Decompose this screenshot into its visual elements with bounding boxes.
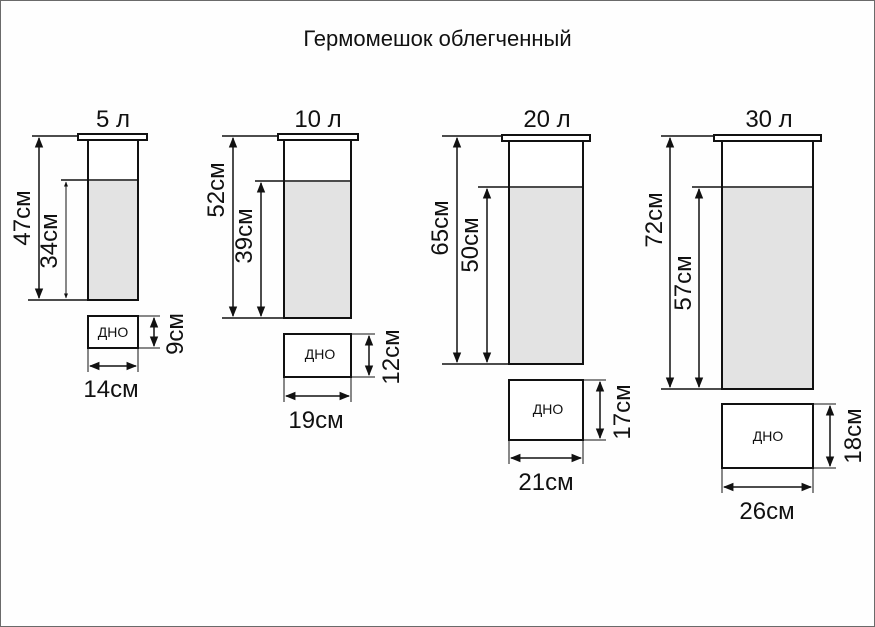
fill-height-label: 39см [231,208,258,263]
bag-base [508,379,584,441]
bag-base [721,403,814,469]
base-depth-label: 12см [378,329,405,384]
base-width-label: 19см [288,407,343,434]
bag-fill-area [89,181,137,299]
fill-height-label: 50см [457,217,484,272]
bag-10l: 10 л 52см 39см ДНО 12см 19см [203,106,405,434]
fill-height-label: 34см [36,213,63,268]
bag-20l: 20 л 65см 50см ДНО 17см 21см [427,106,636,496]
diagram-title: Гермомешок облегченный [303,26,572,51]
base-width-label: 26см [739,498,794,525]
base-width-label: 21см [518,469,573,496]
base-depth-label: 18см [840,408,867,463]
total-height-label: 72см [641,192,668,247]
base-width-label: 14см [83,376,138,403]
volume-label: 20 л [523,106,570,133]
bag-fill-area [723,188,812,388]
fill-height-label: 57см [670,255,697,310]
total-height-label: 65см [427,200,454,255]
base-depth-label: 17см [609,384,636,439]
base-label: ДНО [305,346,336,362]
base-label: ДНО [753,428,784,444]
base-depth-label: 9см [162,313,189,355]
bag-30l: 30 л 72см 57см ДНО 18см 26см [641,106,867,525]
bag-fill-area [510,188,582,363]
bag-base [283,333,352,378]
bag-5l: 5 л 47см 34см ДНО 9см 14см [9,106,189,403]
bag-base [87,315,139,349]
volume-label: 5 л [96,106,130,133]
volume-label: 30 л [745,106,792,133]
total-height-label: 52см [203,162,230,217]
base-label: ДНО [533,401,564,417]
volume-label: 10 л [294,106,341,133]
bag-fill-area [285,182,350,317]
total-height-label: 47см [9,190,36,245]
base-label: ДНО [98,324,129,340]
